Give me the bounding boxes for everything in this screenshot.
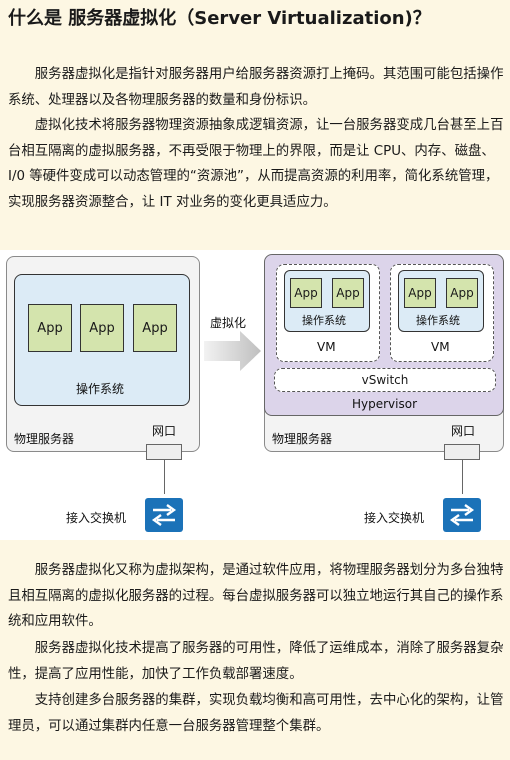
os-label: 操作系统 — [76, 382, 125, 396]
network-port — [444, 444, 480, 460]
network-cable — [164, 460, 165, 494]
app-box: App — [80, 304, 124, 352]
article-title: 什么是 服务器虚拟化（Server Virtualization)？ — [8, 8, 431, 29]
virtualize-label: 虚拟化 — [210, 316, 247, 330]
switch-icon — [145, 498, 183, 532]
vm-label: VM — [431, 340, 450, 354]
paragraph-1: 服务器虚拟化是指针对服务器用户给服务器资源打上掩码。其范围可能包括操作系统、处理… — [8, 67, 504, 108]
paragraph-3: 服务器虚拟化又称为虚拟架构，是通过软件应用，将物理服务器划分为多台独特且相互隔离… — [8, 563, 504, 629]
vswitch-box: vSwitch — [274, 368, 496, 392]
app-box: App — [133, 304, 177, 352]
app-box: App — [290, 278, 322, 308]
switch-label: 接入交换机 — [66, 511, 127, 525]
switch-icon — [443, 498, 481, 532]
vm-label: VM — [317, 340, 336, 354]
virtualization-diagram: App App App 操作系统 物理服务器 网口 接入交换机 虚拟化 App … — [0, 250, 510, 540]
physical-server-label: 物理服务器 — [272, 432, 333, 446]
hypervisor-label: Hypervisor — [352, 397, 418, 411]
app-box: App — [332, 278, 364, 308]
os-label: 操作系统 — [416, 314, 460, 327]
port-label: 网口 — [451, 424, 476, 438]
network-port — [146, 444, 182, 460]
app-box: App — [404, 278, 436, 308]
os-label: 操作系统 — [302, 314, 346, 327]
port-label: 网口 — [152, 424, 177, 438]
paragraph-4: 服务器虚拟化技术提高了服务器的可用性，降低了运维成本，消除了服务器复杂性，提高了… — [8, 641, 504, 682]
physical-server-label: 物理服务器 — [14, 432, 75, 446]
switch-label: 接入交换机 — [364, 511, 425, 525]
arrow-icon — [204, 331, 261, 371]
paragraph-5: 支持创建多台服务器的集群，实现负载均衡和高可用性，去中心化的架构，让管理员，可以… — [8, 693, 504, 734]
network-cable — [462, 460, 463, 494]
app-box: App — [446, 278, 478, 308]
paragraph-2: 虚拟化技术将服务器物理资源抽象成逻辑资源，让一台服务器变成几台甚至上百台相互隔离… — [8, 118, 504, 210]
app-box: App — [28, 304, 72, 352]
